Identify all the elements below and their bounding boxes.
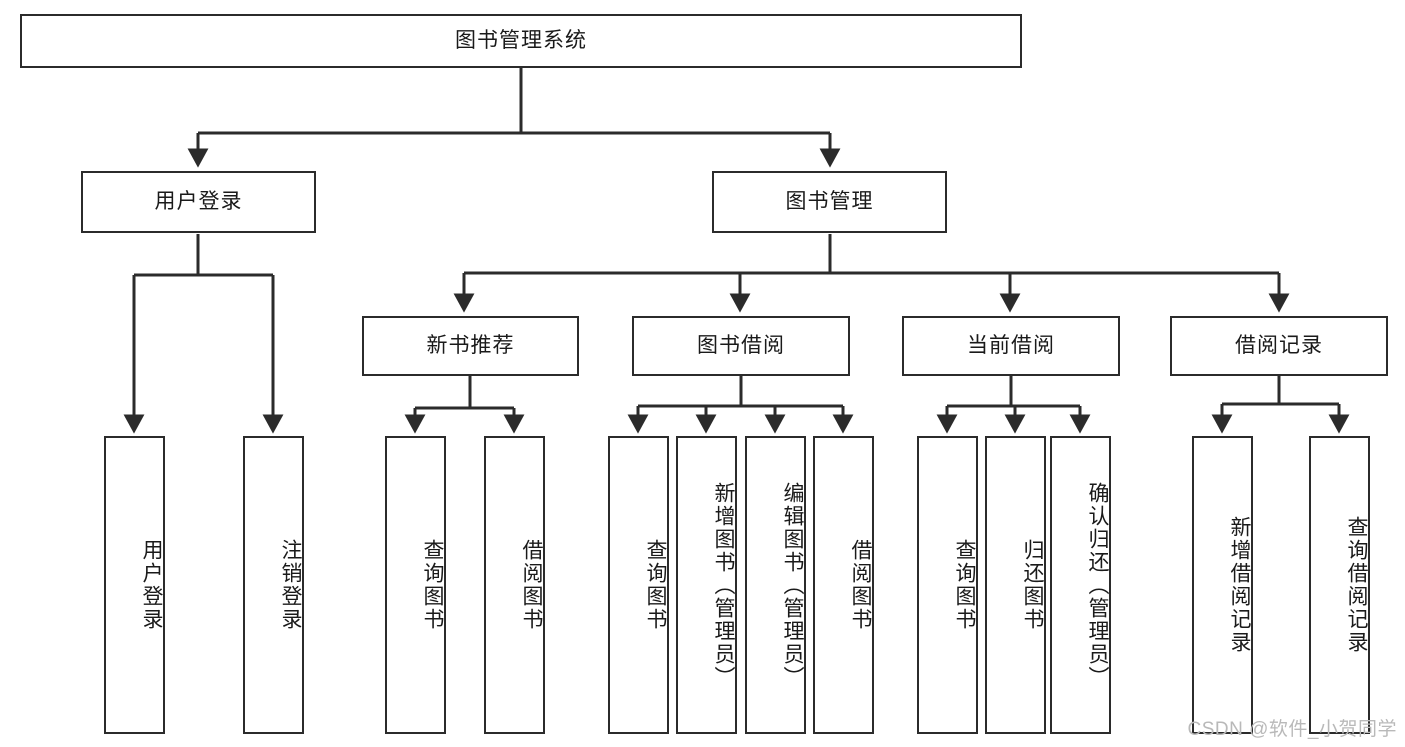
node-leaf-query-book-1-label: 查询图书 — [421, 539, 444, 631]
node-leaf-user-login[interactable]: 用户登录 — [104, 436, 165, 734]
node-book-borrow[interactable]: 图书借阅 — [632, 316, 850, 376]
node-borrow-record-label: 借阅记录 — [1235, 333, 1323, 357]
node-leaf-logout-login-label: 注销登录 — [279, 539, 302, 631]
node-leaf-borrow-book-2[interactable]: 借阅图书 — [813, 436, 874, 734]
node-book-manage-label: 图书管理 — [785, 189, 874, 213]
node-borrow-record[interactable]: 借阅记录 — [1170, 316, 1388, 376]
node-leaf-borrow-book-1[interactable]: 借阅图书 — [484, 436, 545, 734]
node-leaf-add-record-label: 新增借阅记录 — [1228, 516, 1251, 654]
node-leaf-logout-login[interactable]: 注销登录 — [243, 436, 304, 734]
node-new-book-recommend-label: 新书推荐 — [426, 333, 515, 357]
node-leaf-user-login-label: 用户登录 — [140, 539, 163, 631]
node-leaf-return-book[interactable]: 归还图书 — [985, 436, 1046, 734]
node-leaf-edit-book[interactable]: 编辑图书（管理员） — [745, 436, 806, 734]
node-leaf-add-record[interactable]: 新增借阅记录 — [1192, 436, 1253, 734]
node-leaf-query-book-2-label: 查询图书 — [644, 539, 667, 631]
node-leaf-borrow-book-2-label: 借阅图书 — [849, 539, 872, 631]
node-root-label: 图书管理系统 — [455, 28, 587, 52]
node-user-login-label: 用户登录 — [154, 189, 243, 213]
node-leaf-confirm-return[interactable]: 确认归还（管理员） — [1050, 436, 1111, 734]
node-leaf-query-book-2[interactable]: 查询图书 — [608, 436, 669, 734]
node-root[interactable]: 图书管理系统 — [20, 14, 1022, 68]
node-leaf-query-record[interactable]: 查询借阅记录 — [1309, 436, 1370, 734]
node-leaf-query-book-3[interactable]: 查询图书 — [917, 436, 978, 734]
node-leaf-return-book-label: 归还图书 — [1021, 539, 1044, 631]
node-user-login[interactable]: 用户登录 — [81, 171, 316, 233]
node-leaf-confirm-return-label: 确认归还（管理员） — [1086, 481, 1109, 689]
node-leaf-borrow-book-1-label: 借阅图书 — [520, 539, 543, 631]
csdn-watermark: CSDN @软件_小贺同学 — [1187, 719, 1397, 740]
node-new-book-recommend[interactable]: 新书推荐 — [362, 316, 579, 376]
node-book-borrow-label: 图书借阅 — [697, 333, 785, 357]
node-leaf-add-book-label: 新增图书（管理员） — [712, 481, 735, 689]
node-leaf-query-book-1[interactable]: 查询图书 — [385, 436, 446, 734]
node-leaf-add-book[interactable]: 新增图书（管理员） — [676, 436, 737, 734]
node-leaf-query-book-3-label: 查询图书 — [953, 539, 976, 631]
node-current-borrow[interactable]: 当前借阅 — [902, 316, 1120, 376]
node-current-borrow-label: 当前借阅 — [967, 333, 1055, 357]
node-leaf-edit-book-label: 编辑图书（管理员） — [781, 481, 804, 689]
node-leaf-query-record-label: 查询借阅记录 — [1345, 516, 1368, 654]
node-book-manage[interactable]: 图书管理 — [712, 171, 947, 233]
